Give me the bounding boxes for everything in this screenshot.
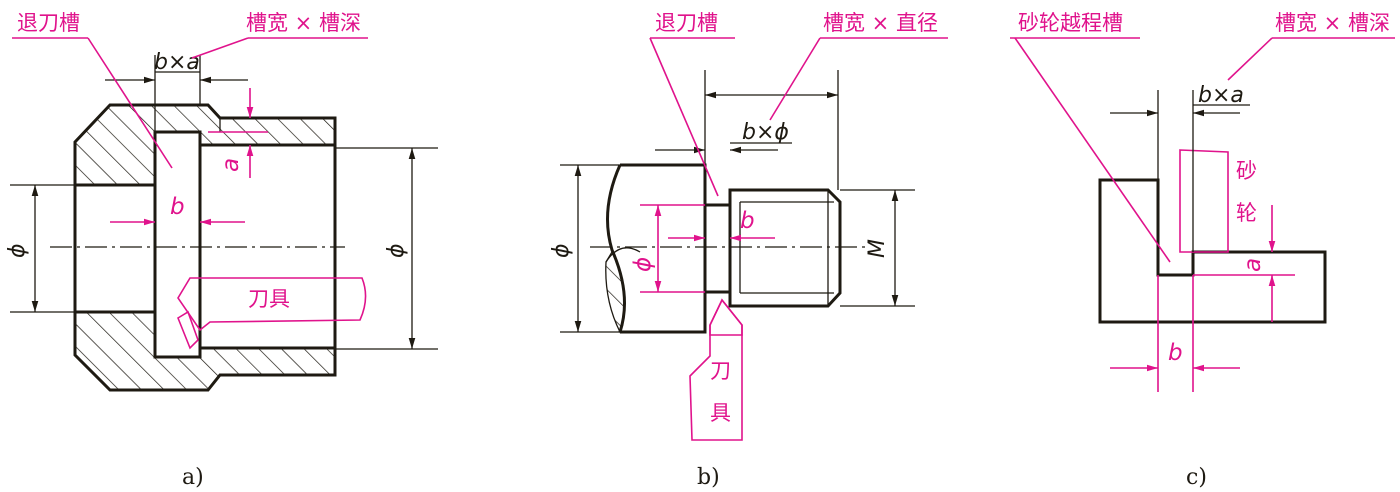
groove-a [153,130,202,359]
dim-a-c: a [1240,258,1266,272]
dim-phi-right-a: ϕ [384,243,409,258]
wheel-label-c-1: 砂 [1236,159,1257,183]
tool-a [177,277,367,332]
wheel-label-c-2: 轮 [1236,201,1257,225]
hatched-section-bottom [75,312,335,390]
label-spec-b: 槽宽 × 直径 [823,11,938,35]
dim-bxa-a: b×a [154,50,200,75]
tool-label-b-2: 具 [710,401,731,425]
part-outline-a [73,103,337,392]
figure-c: b×a a b 砂轮越程槽 槽宽 × 槽深 砂 轮 c) [1010,11,1395,490]
tool-label-a: 刀具 [248,287,290,311]
dim-b-c: b [1168,340,1183,366]
grinding-wheel-c [1179,149,1229,253]
part-outline-c [1098,178,1327,324]
dim-bxa-c: b×a [1198,83,1244,108]
label-spec-c: 槽宽 × 槽深 [1275,11,1390,35]
dim-b-a: b [170,194,185,220]
dim-a-a: a [218,158,244,172]
groove-b [705,203,732,294]
tool-label-b-1: 刀 [710,359,731,383]
dim-b-b: b [740,208,755,234]
dim-phi-inner-b: ϕ [630,257,656,272]
caption-b: b) [697,465,720,490]
dim-phi-left-b: ϕ [549,243,574,258]
figure-b: ϕ M b×ϕ ϕ b 退刀槽 槽宽 × 直径 刀 具 b [549,11,948,490]
label-spec-a: 槽宽 × 槽深 [246,11,361,35]
dim-phi-left-a: ϕ [5,243,30,258]
label-groove-a: 退刀槽 [17,11,80,35]
figure-a: ϕ ϕ b×a a b 退刀槽 槽宽 × 槽深 刀具 a) [5,11,438,490]
label-groove-c: 砂轮越程槽 [1018,11,1123,35]
shaft-body-b [620,163,707,334]
dim-bxphi-b: b×ϕ [742,120,789,145]
label-groove-b: 退刀槽 [655,11,718,35]
caption-c: c) [1186,465,1207,490]
caption-a: a) [182,465,204,490]
dim-M-b: M [865,239,890,258]
